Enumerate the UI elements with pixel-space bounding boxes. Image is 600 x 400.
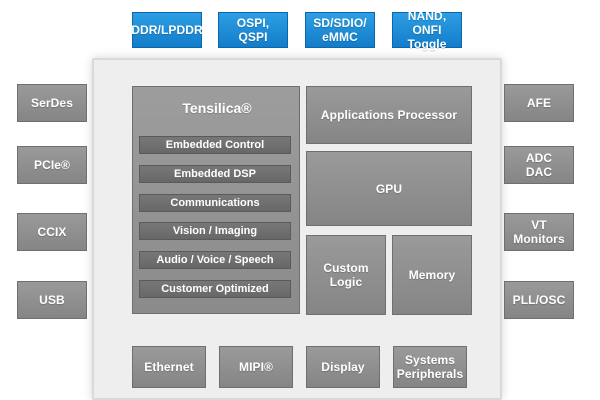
bottom-interface-systems-peripherals: Systems Peripherals	[393, 346, 467, 388]
gpu-block: GPU	[306, 151, 472, 226]
tensilica-title: Tensilica®	[182, 100, 252, 116]
tensilica-item-customer-optimized: Customer Optimized	[139, 280, 291, 298]
applications-processor-block: Applications Processor	[306, 86, 472, 144]
tensilica-item-embedded-control: Embedded Control	[139, 136, 291, 154]
tensilica-item-audio-voice-speech: Audio / Voice / Speech	[139, 251, 291, 269]
bottom-interface-ethernet: Ethernet	[132, 346, 206, 388]
tensilica-item-vision-imaging: Vision / Imaging	[139, 222, 291, 240]
left-interface-usb: USB	[17, 281, 87, 319]
left-interface-ccix: CCIX	[17, 213, 87, 251]
right-interface-vt-monitors: VT Monitors	[504, 213, 574, 251]
right-interface-afe: AFE	[504, 84, 574, 122]
tensilica-item-communications: Communications	[139, 194, 291, 212]
bottom-interface-display: Display	[306, 346, 380, 388]
right-interface-pll-osc: PLL/OSC	[504, 281, 574, 319]
bottom-interface-mipi: MIPI®	[219, 346, 293, 388]
right-interface-adc-dac: ADC DAC	[504, 146, 574, 184]
custom-logic-block: Custom Logic	[306, 235, 386, 315]
memory-interface-ddr-lpddr: DDR/LPDDR	[131, 12, 203, 48]
memory-interface-nand-onfi-toggle: NAND, ONFI Toggle	[392, 9, 462, 51]
tensilica-item-embedded-dsp: Embedded DSP	[139, 165, 291, 183]
left-interface-serdes: SerDes	[17, 84, 87, 122]
memory-interface-sd-sdio-emmc: SD/SDIO/ eMMC	[305, 12, 375, 48]
memory-block: Memory	[392, 235, 472, 315]
memory-interface-ospi-qspi: OSPI, QSPI	[218, 12, 288, 48]
left-interface-pcie: PCIe®	[17, 146, 87, 184]
